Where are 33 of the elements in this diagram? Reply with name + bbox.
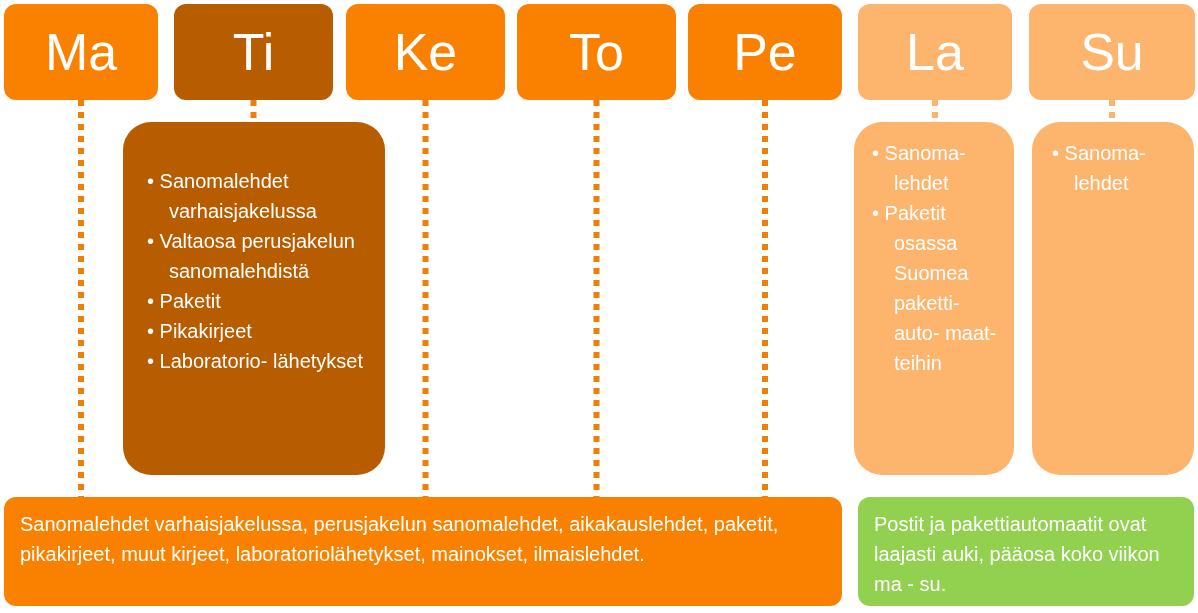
bullet-item: • Valtaosa perusjakelun sanomalehdistä [147,229,356,284]
day-box [1029,4,1195,100]
dotted-connector [78,100,84,497]
day-box [517,4,676,100]
bullet-item: • Paketit osassa Suomea paketti- auto- maat- teihin [872,201,998,376]
day-label: Ke [393,26,458,78]
bullet-item: • Sanoma- lehdet [1052,141,1147,196]
dotted-connector [762,100,768,497]
detail-box [1032,122,1194,475]
day-box [688,4,842,100]
detail-box [854,122,1014,475]
day-box [174,4,333,100]
day-label: Ti [232,26,275,78]
summary-box [4,497,842,606]
bullet-item: • Paketit [147,289,222,314]
day-label: To [569,26,624,78]
summary-box [858,497,1194,606]
bullet-item: • Pikakirjeet [147,319,253,344]
day-label: Pe [733,26,797,78]
dotted-connector [422,100,429,497]
day-box [858,4,1012,100]
bullet-item: • Sanoma- lehdet [872,141,967,196]
bullet-item: • Laboratorio- lähetykset [147,349,364,374]
detail-box [123,122,385,475]
summary-text: Sanomalehdet varhaisjakelussa, perusjakelun sanomalehdet, aikakauslehdet, paketit, pikakirjeet, muut kirjeet, laboratoriolähetykset, mainokset, ilmaislehdet. [20,512,780,567]
day-box [4,4,158,100]
day-label: La [906,26,964,78]
day-label: Su [1080,26,1144,78]
summary-text: Postit ja pakettiautomaatit ovat laajasti auki, pääosa koko viikon ma - su. [874,512,1161,597]
bullet-item: • Sanomalehdet varhaisjakelussa [147,169,318,224]
day-label: Ma [44,26,118,78]
day-box [346,4,505,100]
dotted-connector [593,100,600,497]
